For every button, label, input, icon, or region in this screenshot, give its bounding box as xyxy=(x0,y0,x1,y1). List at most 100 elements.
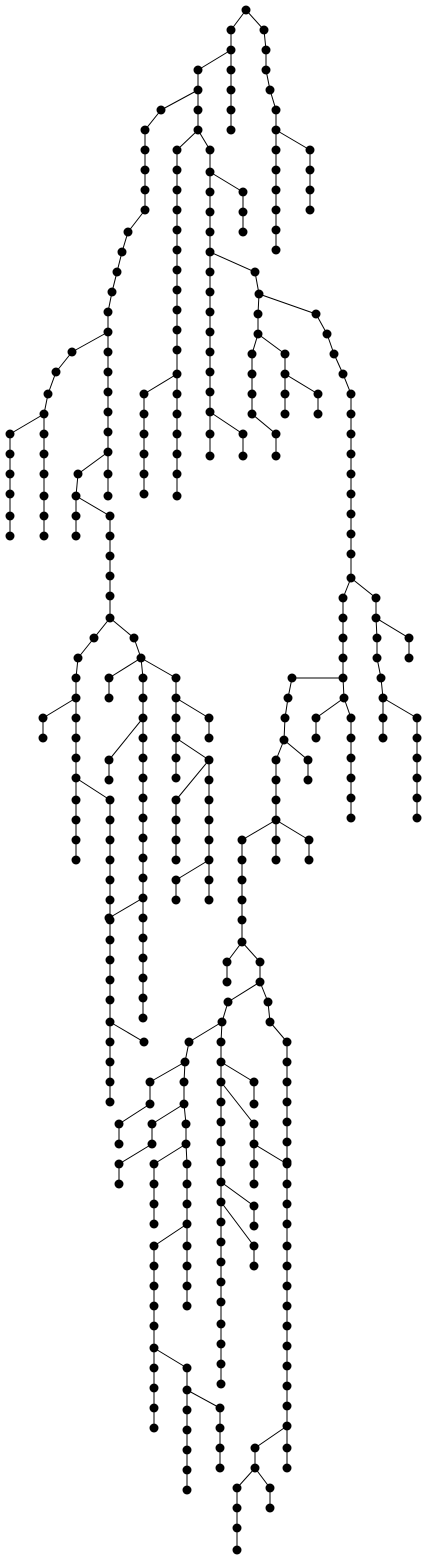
tree-node xyxy=(412,813,422,823)
tree-node xyxy=(172,449,182,459)
tree-node xyxy=(140,165,150,175)
tree-node xyxy=(180,1057,190,1067)
tree-node xyxy=(138,693,148,703)
tree-node xyxy=(249,1261,259,1271)
tree-node xyxy=(216,1117,226,1127)
tree-node xyxy=(304,835,314,845)
tree-edge xyxy=(253,1143,288,1165)
tree-node xyxy=(305,205,315,215)
tree-node xyxy=(271,775,281,785)
tree-node xyxy=(39,511,49,521)
tree-node xyxy=(216,1057,226,1067)
tree-node xyxy=(249,1221,259,1231)
tree-node xyxy=(237,835,247,845)
tree-node xyxy=(139,429,149,439)
tree-node xyxy=(105,1097,115,1107)
tree-node xyxy=(249,1119,259,1129)
tree-edge xyxy=(118,1143,153,1165)
tree-node xyxy=(253,329,263,339)
tree-node xyxy=(38,713,48,723)
tree-node xyxy=(138,993,148,1003)
tree-node xyxy=(346,713,356,723)
tree-node xyxy=(311,309,321,319)
tree-node xyxy=(216,1097,226,1107)
tree-node xyxy=(105,1057,115,1067)
tree-node xyxy=(112,267,122,277)
tree-edge xyxy=(127,209,146,233)
tree-node xyxy=(5,429,15,439)
tree-node xyxy=(346,429,356,439)
tree-node xyxy=(71,815,81,825)
tree-node xyxy=(171,835,181,845)
tree-node xyxy=(271,451,281,461)
tree-node xyxy=(105,875,115,885)
tree-edge xyxy=(149,1061,186,1083)
tree-node xyxy=(305,165,315,175)
tree-node xyxy=(217,1017,227,1027)
tree-node xyxy=(280,389,290,399)
tree-node xyxy=(346,773,356,783)
tree-node xyxy=(172,265,182,275)
tree-node xyxy=(149,1281,159,1291)
tree-node xyxy=(205,207,215,217)
tree-node xyxy=(105,975,115,985)
tree-node xyxy=(140,185,150,195)
tree-node xyxy=(282,1097,292,1107)
tree-node xyxy=(311,713,321,723)
tree-node xyxy=(338,613,348,623)
tree-node xyxy=(105,955,115,965)
tree-node xyxy=(38,733,48,743)
tree-node xyxy=(255,977,265,987)
tree-node xyxy=(107,287,117,297)
tree-node xyxy=(193,105,203,115)
tree-node xyxy=(204,855,214,865)
tree-node xyxy=(222,957,232,967)
tree-node xyxy=(232,1545,242,1555)
tree-node xyxy=(105,591,115,601)
tree-node xyxy=(193,65,203,75)
tree-node xyxy=(172,345,182,355)
tree-node xyxy=(103,491,113,501)
tree-node xyxy=(249,1159,259,1169)
tree-node xyxy=(249,1241,259,1251)
tree-node xyxy=(181,1119,191,1129)
tree-node xyxy=(172,165,182,175)
tree-edge xyxy=(209,411,244,435)
tree-node xyxy=(226,105,236,115)
tree-node xyxy=(71,491,81,501)
tree-node xyxy=(179,1099,189,1109)
tree-node xyxy=(105,995,115,1005)
tree-edge xyxy=(350,577,377,599)
tree-node xyxy=(205,429,215,439)
tree-node xyxy=(287,673,297,683)
tree-node xyxy=(5,449,15,459)
tree-node xyxy=(259,25,269,35)
tree-node xyxy=(114,1179,124,1189)
tree-node xyxy=(205,227,215,237)
tree-node xyxy=(226,65,236,75)
tree-node xyxy=(51,367,61,377)
tree-node xyxy=(238,451,248,461)
tree-node xyxy=(149,1363,159,1373)
tree-node xyxy=(338,673,348,683)
tree-node xyxy=(172,205,182,215)
tree-node xyxy=(139,449,149,459)
tree-node xyxy=(226,25,236,35)
tree-edge xyxy=(109,617,135,639)
tree-node xyxy=(149,1219,159,1229)
tree-node xyxy=(138,933,148,943)
tree-node xyxy=(238,187,248,197)
tree-node xyxy=(172,185,182,195)
tree-node xyxy=(140,145,150,155)
tree-node xyxy=(105,1037,115,1047)
tree-edge xyxy=(108,657,142,679)
tree-node xyxy=(138,893,148,903)
tree-node xyxy=(171,895,181,905)
tree-node xyxy=(237,855,247,865)
tree-edge xyxy=(75,495,111,517)
tree-edge xyxy=(220,1181,255,1207)
tree-node xyxy=(339,693,349,703)
tree-edge xyxy=(108,717,144,761)
tree-node xyxy=(204,755,214,765)
